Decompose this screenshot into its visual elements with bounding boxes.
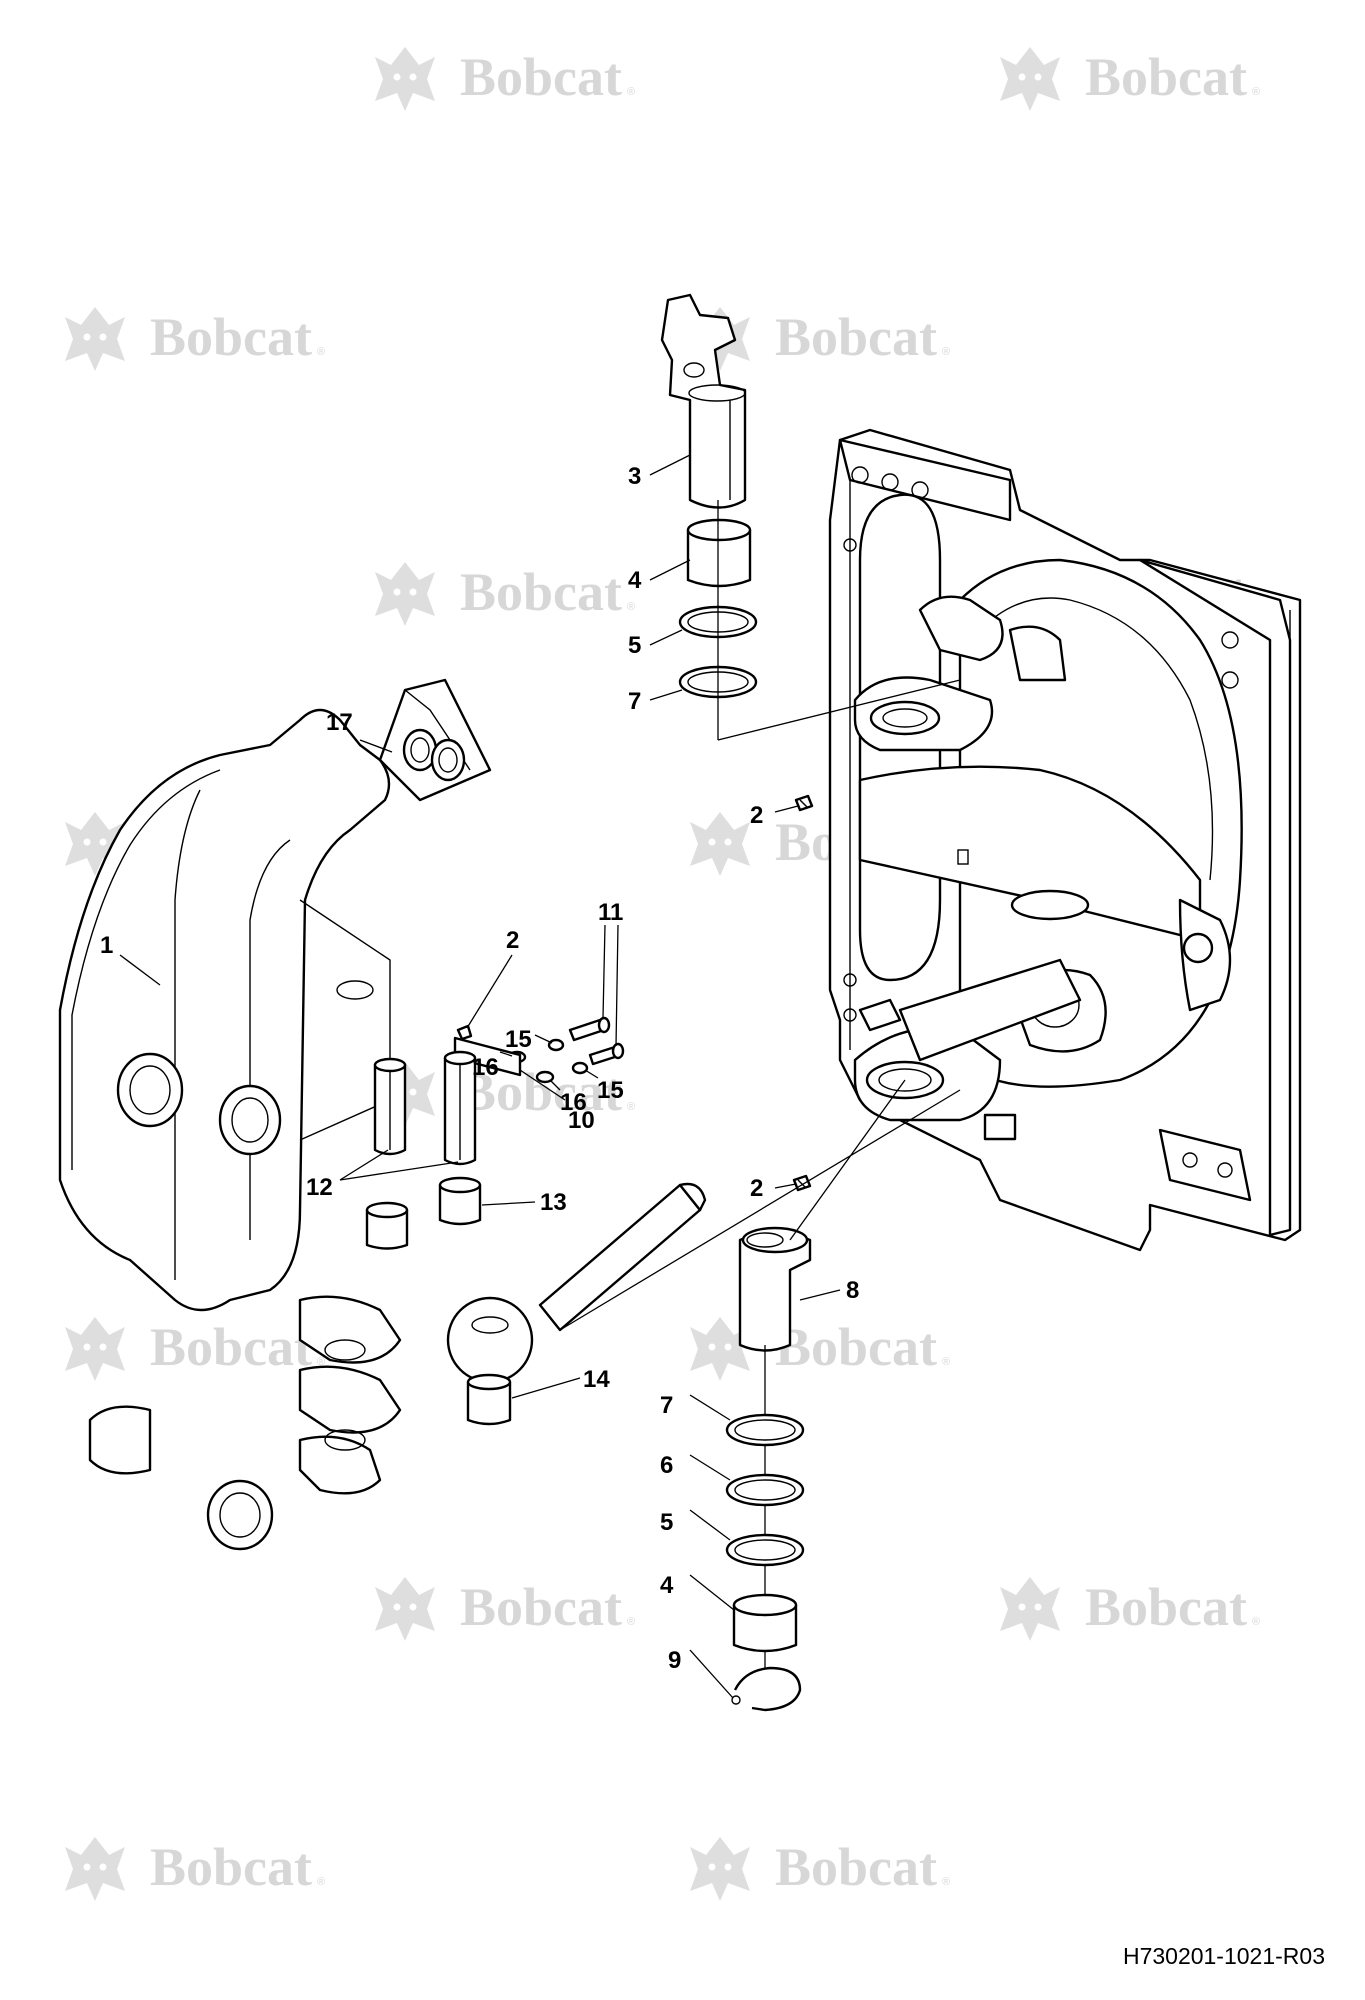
bobcat-watermark-text: Bobcat [150, 307, 312, 367]
callout-5-lower: 5 [660, 1509, 673, 1536]
bobcat-watermark-reg: ® [317, 1876, 325, 1888]
callout-5-upper: 5 [628, 632, 641, 659]
callout-12: 12 [306, 1174, 333, 1201]
bobcat-watermark-text: Bobcat [1085, 47, 1247, 107]
bobcat-watermark-reg: ® [317, 346, 325, 358]
callout-14: 14 [583, 1366, 610, 1393]
bobcat-watermark-reg: ® [627, 1101, 635, 1113]
callout-11: 11 [598, 899, 623, 926]
bobcat-watermark-reg: ® [627, 601, 635, 613]
bobcat-watermark: Bobcat ® [375, 47, 635, 111]
bobcat-watermark: Bobcat ® [65, 307, 325, 371]
bobcat-watermark-text: Bobcat [775, 307, 937, 367]
bobcat-watermark-text: Bobcat [150, 1837, 312, 1897]
callout-6: 6 [660, 1452, 673, 1479]
bobcat-watermark-text: Bobcat [460, 47, 622, 107]
bobcat-watermark-text: Bobcat [775, 1837, 937, 1897]
bobcat-watermark-reg: ® [627, 1616, 635, 1628]
main-pivot-frame [828, 428, 1302, 1252]
part-3-cylinder-pin [660, 293, 747, 509]
bobcat-watermark-text: Bobcat [460, 562, 622, 622]
callout-2-lower: 2 [750, 1175, 763, 1202]
part-2-fitting-upper [794, 794, 814, 812]
callout-15-lower: 15 [597, 1077, 624, 1104]
bobcat-watermark: Bobcat ® [690, 1837, 950, 1901]
part-4-bushing-lower [732, 1593, 798, 1653]
part-17-seal-kit [378, 678, 492, 802]
bobcat-watermark: Bobcat ® [375, 562, 635, 626]
part-4-bushing-upper [686, 518, 752, 588]
callout-16-upper: 16 [472, 1054, 499, 1081]
callout-7-upper: 7 [628, 688, 641, 715]
callout-9: 9 [668, 1647, 681, 1674]
part-1-boom-arm [58, 708, 402, 1551]
callout-4-upper: 4 [628, 567, 642, 594]
bobcat-logo-icon [375, 47, 435, 111]
bobcat-logo-icon [65, 307, 125, 371]
bobcat-watermark: Bobcat ® [375, 1577, 635, 1641]
bobcat-watermark: Bobcat ® [690, 307, 950, 371]
callout-13: 13 [540, 1189, 567, 1216]
bobcat-logo-icon [690, 1837, 750, 1901]
bobcat-watermark-reg: ® [942, 346, 950, 358]
bobcat-watermark-text: Bobcat [775, 1317, 937, 1377]
callout-2-middle: 2 [506, 927, 519, 954]
bobcat-watermark-text: Bobcat [1085, 1577, 1247, 1637]
callout-15-upper: 15 [505, 1026, 532, 1053]
part-2-fitting-middle [456, 1024, 473, 1041]
bobcat-watermark-text: Bobcat [460, 1577, 622, 1637]
part-11-bolts [568, 1016, 625, 1066]
bobcat-logo-icon [690, 812, 750, 876]
bobcat-logo-icon [1000, 1577, 1060, 1641]
part-8-pivot-pin [738, 1226, 812, 1352]
bobcat-logo-icon [65, 1837, 125, 1901]
drawing-number: H730201-1021-R03 [1122, 1943, 1325, 1969]
bobcat-watermark-text: Bobcat [150, 1317, 312, 1377]
bobcat-watermark: Bobcat ® [690, 1317, 950, 1381]
part-12-pins [373, 1050, 477, 1166]
bobcat-watermark: Bobcat ® [1000, 1577, 1260, 1641]
bobcat-watermark: Bobcat ® [65, 1317, 325, 1381]
part-5-seal-lower [725, 1533, 805, 1567]
bobcat-logo-icon [375, 1577, 435, 1641]
bobcat-logo-icon [65, 1317, 125, 1381]
part-6-seal [725, 1473, 805, 1507]
callout-3: 3 [628, 463, 641, 490]
bobcat-watermark-reg: ® [317, 1356, 325, 1368]
bobcat-logo-icon [1000, 47, 1060, 111]
callout-16-lower: 16 [560, 1089, 587, 1116]
bobcat-watermark-reg: ® [627, 86, 635, 98]
part-14-ball-joint [446, 1182, 707, 1426]
bobcat-watermark-reg: ® [1252, 1616, 1260, 1628]
callout-2-upper: 2 [750, 802, 763, 829]
bobcat-watermark-reg: ® [942, 1876, 950, 1888]
bobcat-logo-icon [375, 562, 435, 626]
part-15-washers [547, 1038, 589, 1075]
callout-17: 17 [326, 709, 353, 736]
callout-8: 8 [846, 1277, 859, 1304]
bobcat-watermark-reg: ® [942, 1356, 950, 1368]
part-7-ring-lower [725, 1413, 805, 1447]
callout-10: 10 [568, 1107, 595, 1134]
callout-7-lower: 7 [660, 1392, 673, 1419]
bobcat-watermark-reg: ® [1252, 86, 1260, 98]
callout-labels: 1 2 2 2 3 4 4 5 5 6 7 7 8 9 10 11 12 13 … [100, 463, 859, 1674]
bobcat-watermark: Bobcat ® [1000, 47, 1260, 111]
part-13-spacers [365, 1176, 482, 1250]
callout-4-lower: 4 [660, 1572, 674, 1599]
callout-1: 1 [100, 932, 113, 959]
leader-lines [119, 454, 961, 1699]
part-9-snap-ring [731, 1666, 802, 1712]
bobcat-watermark: Bobcat ® [65, 1837, 325, 1901]
